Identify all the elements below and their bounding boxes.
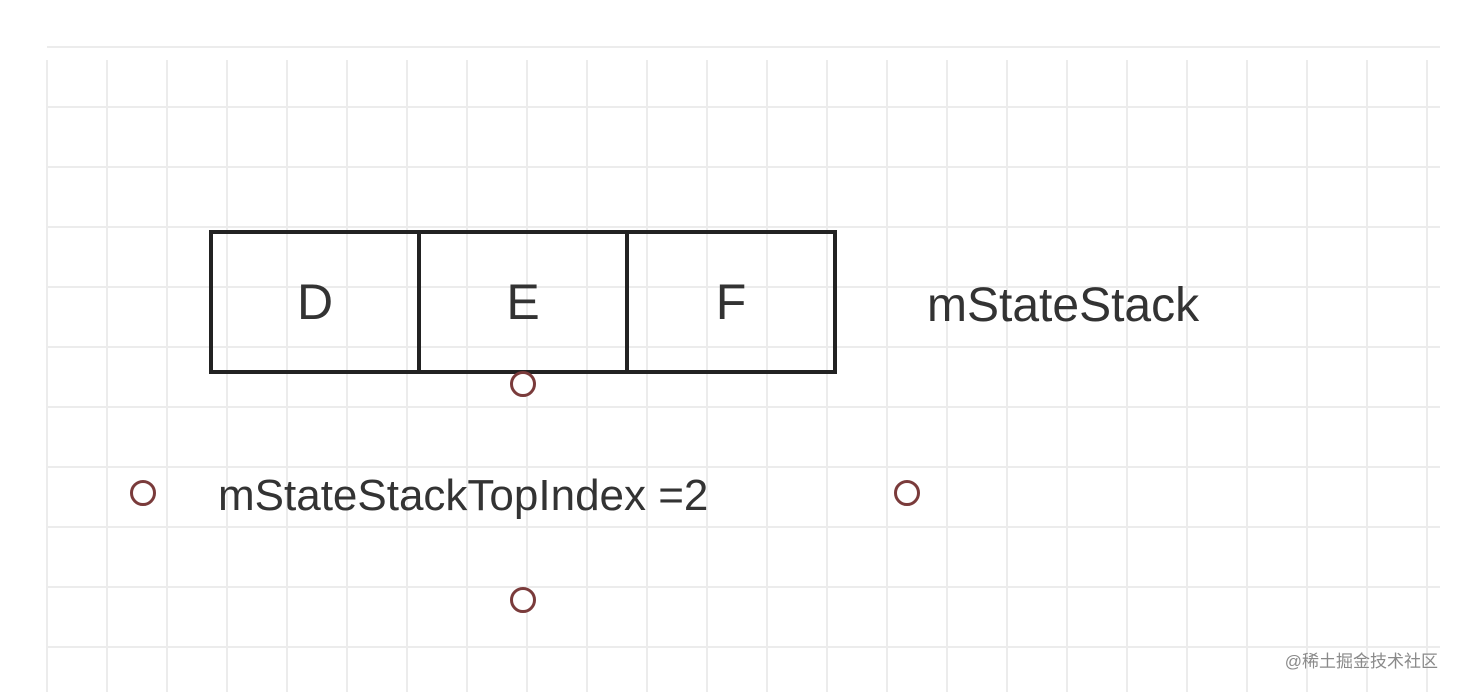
connection-handle-right[interactable] [894, 480, 920, 506]
connection-handle-top[interactable] [510, 371, 536, 397]
top-index-label[interactable]: mStateStackTopIndex =2 [218, 471, 709, 520]
stack-cell-e: E [417, 234, 625, 370]
state-stack-array[interactable]: D E F [209, 230, 837, 374]
stack-cell-d: D [296, 274, 334, 330]
connection-handle-bottom[interactable] [510, 587, 536, 613]
stack-cell-f: F [625, 234, 833, 370]
connection-handle-left[interactable] [130, 480, 156, 506]
state-stack-label: mStateStack [927, 279, 1200, 332]
watermark-text: @稀土掘金技术社区 [1284, 652, 1438, 671]
